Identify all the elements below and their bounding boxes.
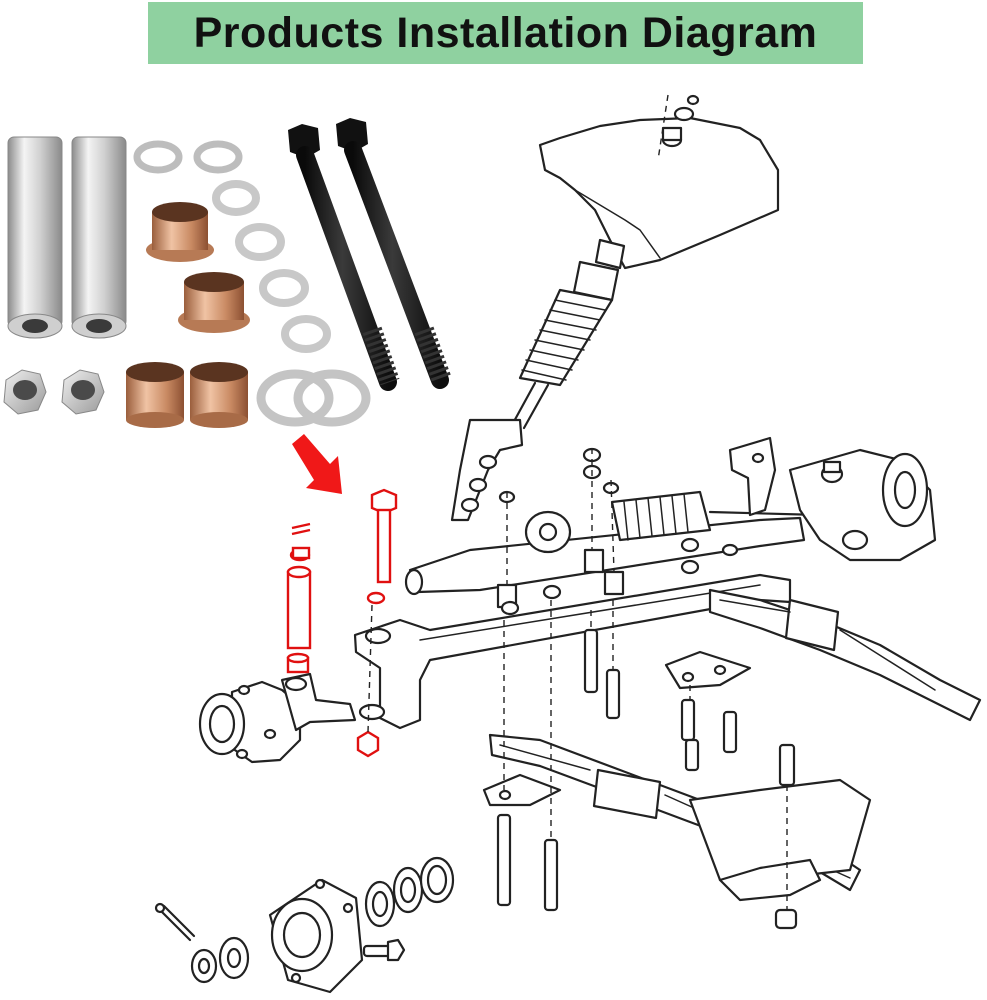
pointer-arrow-icon xyxy=(292,434,342,494)
hub-exploded-view xyxy=(154,856,455,994)
bronze-sleeve-bushing xyxy=(126,362,184,428)
spacer-sleeve xyxy=(71,136,127,339)
bronze-sleeve-bushing xyxy=(190,362,248,428)
spacer-sleeve xyxy=(7,136,63,339)
rack-mount-hardware xyxy=(496,447,739,616)
flat-washer xyxy=(212,180,260,216)
thrust-washer xyxy=(256,369,334,427)
flat-washer xyxy=(281,315,331,353)
steering-mount-bolt xyxy=(657,94,700,161)
flat-washer xyxy=(259,269,309,307)
title-banner: Products Installation Diagram xyxy=(148,2,863,64)
lock-washer xyxy=(193,140,243,174)
flat-washer xyxy=(235,223,285,261)
spindle-left xyxy=(198,672,357,764)
hex-bolt xyxy=(288,124,400,391)
front-axle-beam xyxy=(353,436,792,730)
page-title: Products Installation Diagram xyxy=(193,8,818,57)
steering-rack xyxy=(404,418,937,616)
hex-bolt xyxy=(336,118,452,389)
leaf-spring-front xyxy=(583,588,982,772)
kingpin-assembly-highlight xyxy=(286,488,398,758)
leaf-spring-rear xyxy=(482,600,872,930)
bronze-flange-bushing xyxy=(146,202,214,262)
steering-column xyxy=(510,94,780,430)
bronze-flange-bushing xyxy=(178,272,250,333)
thrust-washer xyxy=(293,369,371,427)
parts-kit xyxy=(3,118,452,428)
hex-lock-nut xyxy=(61,369,105,415)
lock-washer xyxy=(133,140,183,174)
hex-lock-nut xyxy=(3,369,47,415)
